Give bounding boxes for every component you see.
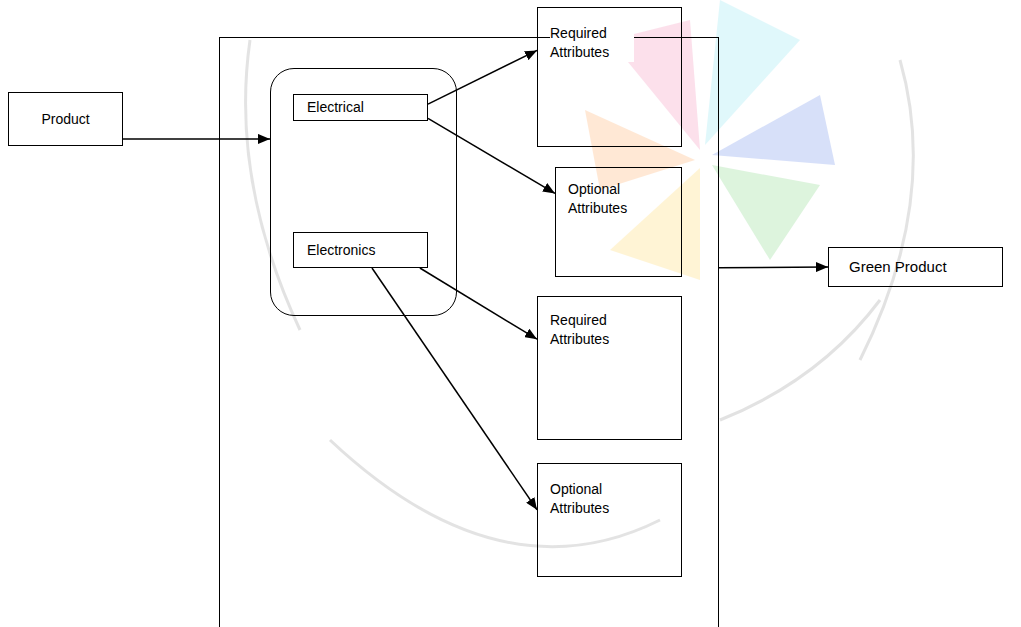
box-label: Product [41, 110, 89, 129]
petal [585, 110, 695, 190]
connector-arrow [123, 138, 270, 140]
box-label: Required Attributes [550, 311, 634, 349]
watermark-leaves [246, 40, 914, 547]
category-box: Electronics [293, 232, 428, 268]
box-label: Electrical [307, 98, 364, 117]
connector-arrow [428, 50, 537, 104]
petal [712, 95, 835, 165]
leaf-stem [246, 40, 300, 330]
petal [610, 168, 700, 280]
attribute-box: Required Attributes [537, 7, 682, 147]
attribute-box: Required Attributes [537, 296, 682, 440]
box-label: Optional Attributes [568, 180, 652, 218]
box-label: Green Product [849, 257, 947, 277]
category-box: Electrical [293, 94, 428, 121]
connector-arrow [420, 268, 537, 339]
leaf-stem [330, 440, 660, 547]
connector-arrow [372, 268, 537, 510]
attribute-box: Optional Attributes [537, 463, 682, 577]
connector-arrow [428, 118, 555, 193]
output-box: Green Product [828, 247, 1003, 287]
leaf-stem [720, 300, 880, 420]
attribute-box: Optional Attributes [555, 167, 682, 277]
process-box: Product [8, 92, 123, 146]
petal [712, 165, 820, 260]
box-label: Electronics [307, 241, 375, 260]
system-frame: ElectricalElectronicsRequired Attributes… [219, 37, 719, 627]
category-group: ElectricalElectronics [270, 68, 457, 316]
box-label: Optional Attributes [550, 480, 634, 518]
connector-arrow [719, 266, 828, 268]
box-label: Required Attributes [550, 24, 634, 62]
